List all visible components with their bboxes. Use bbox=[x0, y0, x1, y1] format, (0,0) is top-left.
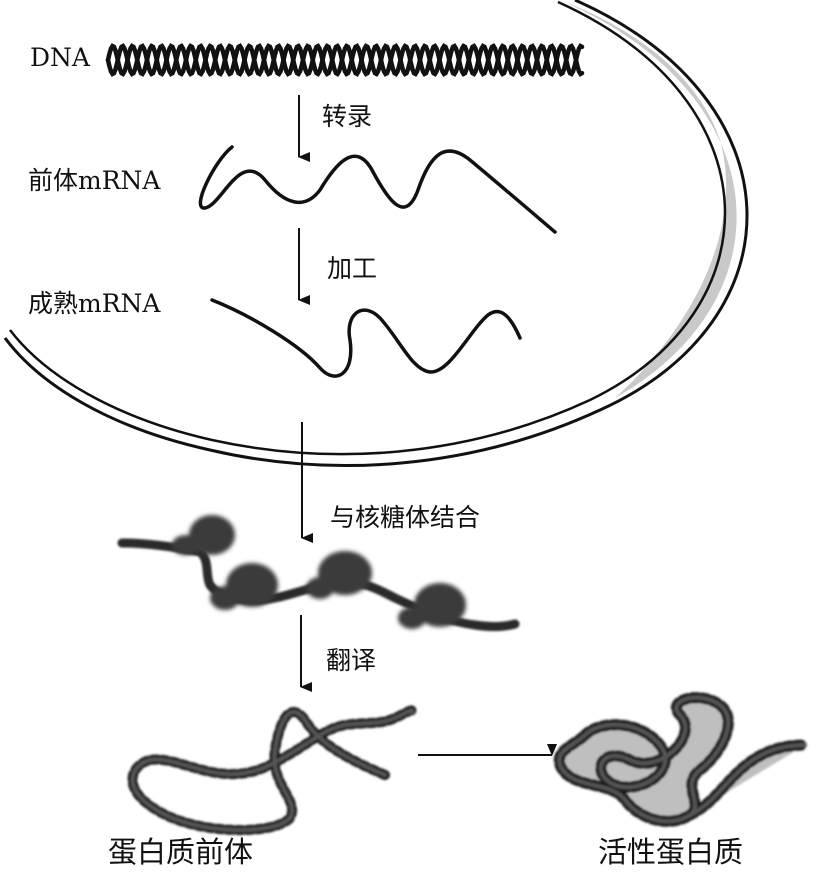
label-active-protein: 活性蛋白质 bbox=[598, 835, 744, 869]
protein-precursor-chain bbox=[127, 705, 418, 835]
mature-mrna-strand bbox=[210, 298, 522, 378]
label-transcription: 转录 bbox=[322, 102, 373, 131]
nuclear-envelope bbox=[3, 0, 749, 467]
nuclear-membrane-outer bbox=[3, 0, 749, 467]
nuclear-membrane-inner bbox=[9, 0, 727, 456]
label-mature-mrna: 成熟mRNA bbox=[28, 289, 161, 318]
polysome-mrna bbox=[117, 538, 520, 632]
label-processing: 加工 bbox=[327, 254, 378, 283]
ribosome-4-small bbox=[398, 607, 426, 629]
label-ribosome-binding: 与核糖体结合 bbox=[330, 503, 481, 532]
label-translation: 翻译 bbox=[326, 646, 377, 675]
ribosome-3-small bbox=[306, 577, 334, 599]
dna-helix bbox=[105, 43, 585, 77]
polysome bbox=[117, 515, 520, 632]
process-arrows bbox=[298, 95, 557, 756]
label-dna: DNA bbox=[30, 43, 90, 72]
ribosome-1-small bbox=[172, 535, 200, 555]
active-protein-folded bbox=[553, 692, 811, 827]
ribosome-4-large bbox=[414, 583, 466, 627]
ribosome-1-large bbox=[189, 515, 235, 555]
ribosome-2-small bbox=[210, 586, 240, 610]
label-pre-mrna: 前体mRNA bbox=[28, 166, 161, 195]
label-protein-precursor: 蛋白质前体 bbox=[108, 835, 254, 869]
pre-mrna-strand bbox=[198, 145, 557, 234]
dna-strand-b bbox=[105, 43, 585, 77]
